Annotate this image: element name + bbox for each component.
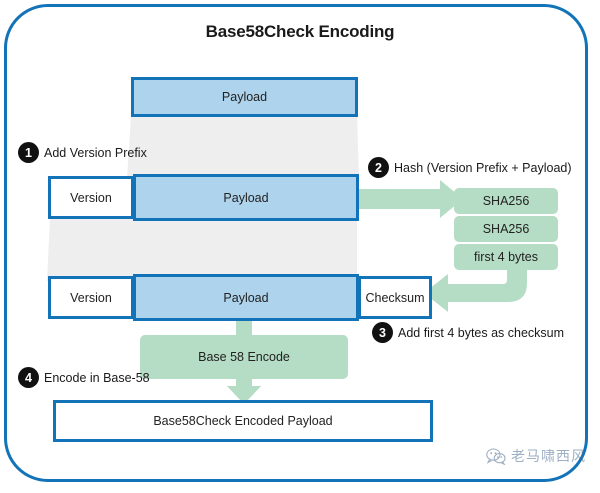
step-caption: Hash (Version Prefix + Payload) <box>394 160 572 175</box>
step-marker-1: 1 Add Version Prefix <box>18 142 147 163</box>
step-caption: Encode in Base-58 <box>44 370 150 385</box>
hash-box-sha256-1: SHA256 <box>454 188 558 214</box>
hash-box-label: SHA256 <box>482 194 530 208</box>
base58-encode-block: Base 58 Encode <box>140 335 348 379</box>
row3-version-box: Version <box>48 276 134 319</box>
step-marker-4: 4 Encode in Base-58 <box>18 367 150 388</box>
diagram-title: Base58Check Encoding <box>205 22 395 41</box>
base58-encode-label: Base 58 Encode <box>198 350 290 364</box>
row2-payload-label: Payload <box>223 190 269 205</box>
hash-box-first-4-bytes: first 4 bytes <box>454 244 558 270</box>
row3-checksum-box: Checksum <box>358 276 432 319</box>
row1-payload-label: Payload <box>221 90 268 104</box>
watermark: 老马啸西风 <box>486 446 586 466</box>
row3-payload-box: Payload <box>133 274 359 321</box>
watermark-text: 老马啸西风 <box>511 449 586 465</box>
output-base58check-box: Base58Check Encoded Payload <box>53 400 433 442</box>
step-number-badge: 4 <box>18 367 39 388</box>
hash-box-label: first 4 bytes <box>474 250 538 264</box>
hash-box-sha256-2: SHA256 <box>454 216 558 242</box>
row3-payload-label: Payload <box>223 290 269 305</box>
row3-version-label: Version <box>70 290 112 305</box>
step-number-badge: 2 <box>368 157 389 178</box>
step-caption: Add Version Prefix <box>44 145 147 160</box>
step-number-badge: 3 <box>372 322 393 343</box>
wechat-icon <box>486 447 506 465</box>
row3-checksum-label: Checksum <box>365 290 425 305</box>
step-marker-3: 3 Add first 4 bytes as checksum <box>372 322 564 343</box>
row1-payload-box: Payload <box>131 77 358 117</box>
row2-version-box: Version <box>48 176 134 219</box>
step-caption: Add first 4 bytes as checksum <box>398 325 565 340</box>
output-label: Base58Check Encoded Payload <box>153 414 333 428</box>
row2-version-label: Version <box>70 190 112 205</box>
hash-box-label: SHA256 <box>482 222 530 236</box>
step-number-badge: 1 <box>18 142 39 163</box>
step-marker-2: 2 Hash (Version Prefix + Payload) <box>368 157 572 178</box>
row2-payload-box: Payload <box>133 174 359 221</box>
